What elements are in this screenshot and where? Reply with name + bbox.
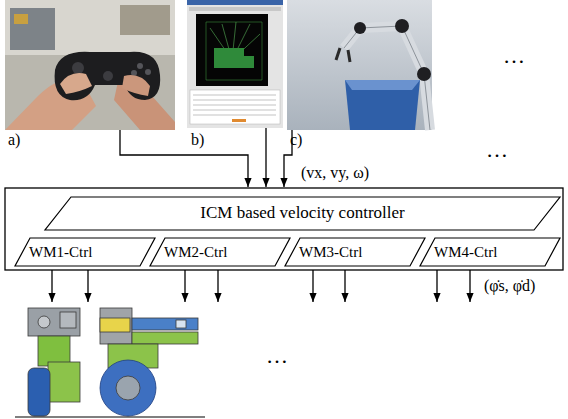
joystick-photo-part <box>10 8 55 50</box>
ellipsis: … <box>266 344 288 368</box>
joystick-photo-part <box>122 75 150 96</box>
controller-parallelogram: ICM based velocity controller <box>45 197 560 230</box>
screenshot-photo-part <box>190 90 280 124</box>
panel-letter: a) <box>8 131 20 149</box>
controller-name: WM2-Ctrl <box>164 244 227 261</box>
wheel-module-illustration-part <box>15 416 205 417</box>
screenshot-photo <box>187 0 283 128</box>
screenshot-photo-part <box>187 0 283 128</box>
wheel-command-arrows-part <box>469 270 470 302</box>
wheel-module-illustration-part <box>28 308 80 336</box>
wheel-rate-signal: (φ̇s, φ̇d) <box>484 277 535 295</box>
robot-arm-photo-part <box>344 26 430 130</box>
wheel-module-illustration-part <box>132 332 198 344</box>
wheel-controller-parallelogram: WM3-Ctrl <box>285 238 425 266</box>
robot-arm-photo-part <box>287 0 432 130</box>
wheel-module-illustration-part <box>100 360 156 416</box>
wheel-module-illustration-part <box>38 336 70 366</box>
wheel-module-illustration-part <box>100 308 132 344</box>
robot-arm-photo-part <box>345 80 420 130</box>
screenshot-photo-part <box>196 14 268 86</box>
controller-name: WM4-Ctrl <box>434 244 497 261</box>
wheel-command-arrows-part <box>312 270 313 302</box>
robot-arm-photo-part <box>336 48 350 62</box>
panel-letter: b) <box>191 131 204 149</box>
wheel-command-arrows <box>52 270 470 302</box>
wheel-controller-parallelogram: WM4-Ctrl <box>420 238 560 266</box>
joystick-photo-part <box>103 71 113 81</box>
joystick-photo-part <box>60 73 92 94</box>
parallelogram-shape <box>15 238 155 266</box>
wheel-module-illustration-part <box>132 318 198 330</box>
parallelogram-shape <box>420 238 560 266</box>
wheel-module-illustration-part <box>28 368 50 416</box>
screenshot-photo-part <box>189 7 281 11</box>
parallelogram-shape <box>45 197 560 230</box>
joystick-photo-part <box>5 0 175 55</box>
joystick-photo-part <box>137 63 143 69</box>
controller-frame <box>5 188 563 270</box>
screenshot-photo-part <box>232 119 246 122</box>
ellipsis: … <box>486 138 508 162</box>
signal-arrows <box>120 128 292 187</box>
wheel-command-arrows-part <box>217 270 218 302</box>
robot-arm-photo <box>287 0 432 130</box>
screenshot-photo-part <box>187 0 283 5</box>
parallelogram-shape <box>150 238 290 266</box>
joystick-photo-part <box>14 14 28 24</box>
robot-arm-photo-part <box>345 80 420 90</box>
parallelogram-shape <box>285 238 425 266</box>
screenshot-photo-part <box>244 56 254 68</box>
velocity-signal: (vx, vy, ω) <box>301 164 369 182</box>
controller-name: WM1-Ctrl <box>29 244 92 261</box>
ellipsis: … <box>503 44 525 68</box>
controller-name: WM3-Ctrl <box>299 244 362 261</box>
joystick-photo-part <box>131 70 137 76</box>
robot-arm-photo-part <box>354 22 366 34</box>
robot-arm-photo-part <box>344 26 430 130</box>
wheel-controller-parallelogram: WM2-Ctrl <box>150 238 290 266</box>
wheel-module-illustration-part <box>176 320 186 328</box>
joystick-photo-part <box>145 69 151 75</box>
wheel-command-arrows-part <box>344 270 345 302</box>
wheel-module-illustration-part <box>116 376 140 400</box>
wheel-command-arrows-part <box>87 270 88 302</box>
screenshot-photo-part <box>214 48 244 68</box>
signal-arrows-part <box>120 130 248 187</box>
joystick-photo-part <box>72 62 84 74</box>
wheel-module-illustration-part <box>38 316 50 328</box>
wheel-module-illustration-part <box>48 362 80 402</box>
wheel-command-arrows-part <box>184 270 185 302</box>
joystick-photo <box>5 0 175 130</box>
wheel-module-illustration-part <box>100 318 130 332</box>
wheel-command-arrows-part <box>51 270 52 302</box>
robot-arm-photo-part <box>417 67 431 81</box>
wheel-controller-parallelogram: WM1-Ctrl <box>15 238 155 266</box>
wheel-module-illustration <box>15 308 205 417</box>
joystick-photo-part <box>5 0 175 130</box>
signal-arrows-part <box>265 128 266 187</box>
panel-letter: c) <box>290 131 302 149</box>
wheel-command-arrows-part <box>436 270 437 302</box>
robot-arm-photo-part <box>395 19 409 33</box>
wheel-module-illustration-part <box>60 312 76 328</box>
screenshot-photo-part <box>206 22 262 80</box>
joystick-photo-part <box>120 5 170 35</box>
screenshot-photo-part <box>193 95 276 115</box>
joystick-photo-part <box>55 52 161 100</box>
controller-title: ICM based velocity controller <box>200 204 404 223</box>
